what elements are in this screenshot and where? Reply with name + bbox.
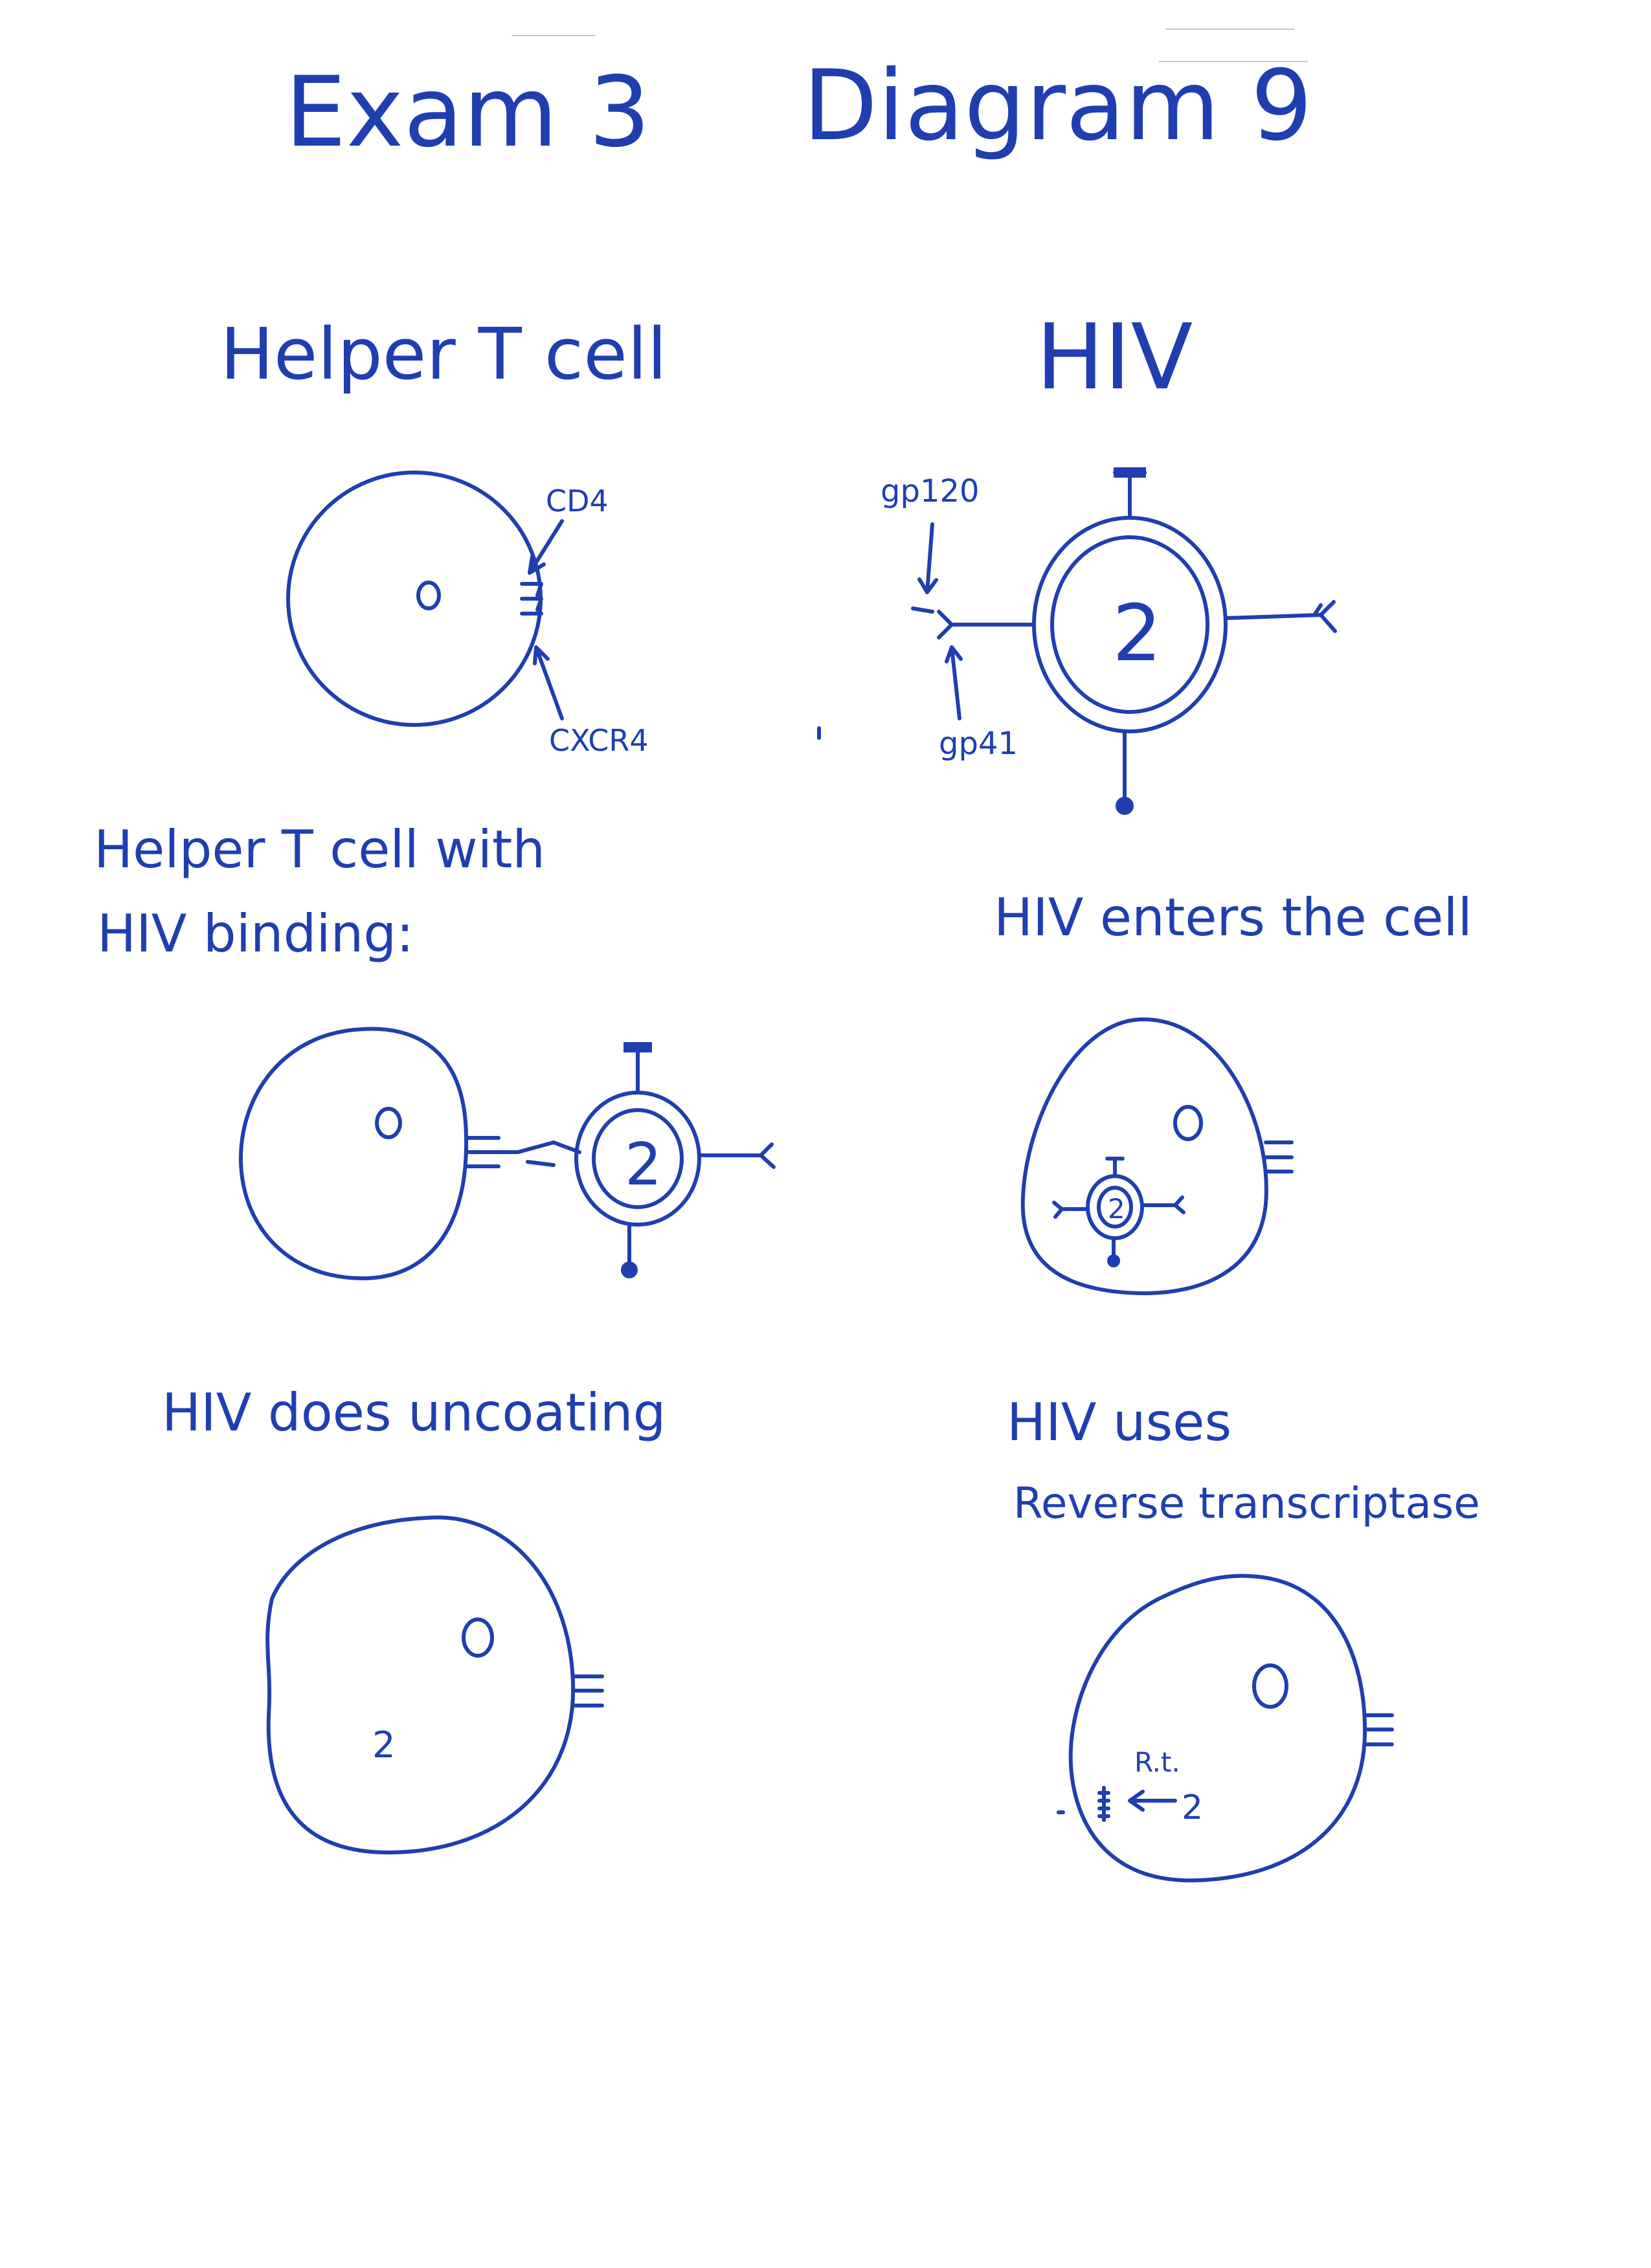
panel-hiv: HIV 2 gp120 gp41: [881, 305, 1337, 815]
binding-t-cell-nucleus: [375, 1107, 402, 1139]
panel-uncoating: HIV does uncoating 2: [162, 1383, 666, 1855]
binding-spike-top-cap: [623, 1042, 652, 1052]
spike-right: [1224, 600, 1337, 633]
panel-binding: Helper T cell with HIV binding: 2: [94, 819, 776, 1280]
binding-spike-right: [697, 1142, 776, 1169]
spike-top: [1113, 471, 1147, 520]
binding-receptors: [466, 1136, 520, 1168]
binding-title-line1: Helper T cell with: [94, 819, 545, 880]
binding-spike-bottom-knob: [621, 1262, 638, 1278]
enters-title: HIV enters the cell: [994, 887, 1472, 948]
binding-title-line2: HIV binding:: [97, 904, 414, 964]
binding-gp120-attached: [516, 1140, 581, 1167]
rt-arrow: [1128, 1790, 1177, 1812]
enters-spike-left: [1052, 1201, 1090, 1219]
rt-t-cell-membrane: [1068, 1573, 1367, 1883]
spike-left: [911, 606, 1036, 639]
cd4-cxcr4-receptors: [520, 582, 543, 616]
cxcr4-arrow: [533, 645, 564, 720]
cd4-arrow: [528, 519, 564, 575]
enters-t-cell-nucleus: [1173, 1105, 1203, 1141]
enters-spike-right: [1140, 1195, 1185, 1214]
t-cell-nucleus: [416, 581, 441, 610]
rt-title-line1: HIV uses: [1007, 1392, 1231, 1452]
cd4-label: CD4: [546, 484, 609, 518]
uncoating-rna: 2: [372, 1724, 396, 1766]
rt-dna-strand: [1097, 1786, 1110, 1822]
enters-t-cell-membrane: [1020, 1017, 1268, 1296]
enters-spike-bottom-knob: [1107, 1254, 1120, 1267]
uncoating-t-cell-nucleus: [462, 1618, 494, 1658]
gp41-label: gp41: [939, 726, 1018, 762]
cxcr4-label: CXCR4: [549, 723, 649, 758]
gp120-label: gp120: [881, 473, 980, 509]
scan-lines: [511, 28, 1308, 62]
panel-helper-t-cell: Helper T cell CD4 CXCR4: [220, 313, 667, 758]
hiv-core-rna: 2: [1112, 589, 1162, 679]
hiv-capsid: [1050, 535, 1209, 714]
rt-t-cell-nucleus: [1252, 1663, 1288, 1709]
spike-top-cap: [1114, 467, 1146, 478]
uncoating-title: HIV does uncoating: [162, 1383, 666, 1443]
enters-hiv-capsid: [1097, 1186, 1133, 1228]
rt-label: R.t.: [1134, 1746, 1180, 1778]
rt-title-line2: Reverse transcriptase: [1013, 1478, 1480, 1528]
enters-receptors: [1264, 1140, 1294, 1173]
panel-reverse-transcriptase: HIV uses Reverse transcriptase R.t. 2: [1007, 1392, 1480, 1883]
title-diagram: Diagram 9: [803, 50, 1312, 162]
binding-t-cell-membrane: [238, 1027, 469, 1280]
title-exam: Exam 3: [285, 56, 651, 169]
binding-hiv-core: 2: [625, 1131, 662, 1199]
binding-hiv-capsid: [592, 1108, 684, 1209]
enters-spike-top: [1105, 1157, 1125, 1178]
hiv-title: HIV: [1036, 305, 1193, 410]
panel-enters: HIV enters the cell 2: [994, 887, 1472, 1296]
enters-hiv-core: 2: [1108, 1193, 1125, 1225]
helper-t-cell-title: Helper T cell: [220, 313, 667, 395]
gp120-arrow: [917, 522, 938, 594]
spike-bottom-knob: [1116, 797, 1134, 815]
rt-rna: 2: [1182, 1788, 1203, 1827]
uncoating-t-cell-membrane: [265, 1515, 576, 1855]
rt-receptors: [1363, 1713, 1394, 1746]
t-cell-membrane: [286, 471, 543, 727]
gp41-arrow: [945, 645, 963, 720]
uncoating-receptors: [571, 1674, 604, 1707]
